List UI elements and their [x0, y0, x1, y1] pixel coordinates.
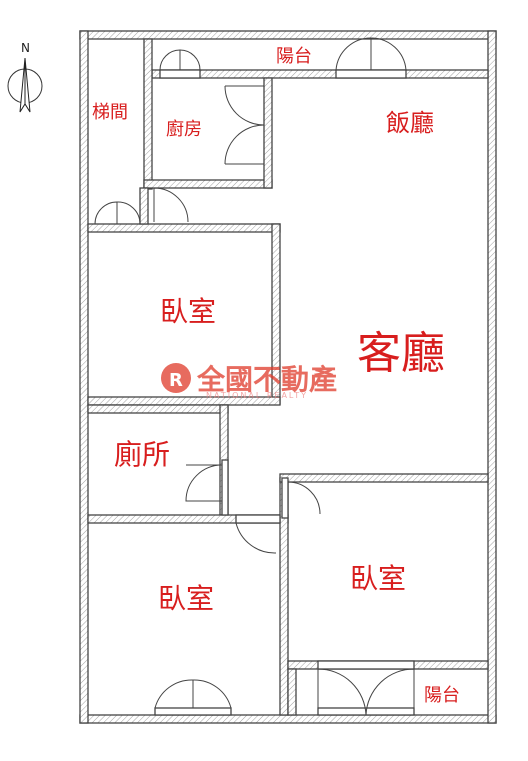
- room-label-bedroom-lower-right: 臥室: [350, 562, 406, 595]
- room-label-balcony-top: 陽台: [276, 46, 312, 67]
- doors: [94, 37, 415, 716]
- room-label-dining: 飯廳: [386, 109, 434, 137]
- watermark-brand-cn: 全國不動產: [196, 363, 337, 396]
- compass: N: [7, 41, 43, 113]
- kitchen-walls: [143, 38, 273, 190]
- bedroom-upper-left-walls: [87, 187, 281, 406]
- room-label-stairwell: 梯間: [92, 102, 128, 123]
- room-labels: 陽台 梯間 廚房 飯廳 臥室 客廳 廁所 臥室 臥室 陽台: [92, 46, 460, 706]
- room-label-toilet: 廁所: [114, 438, 170, 471]
- room-label-balcony-bottom: 陽台: [424, 685, 460, 706]
- bedroom-lower-left-walls: [235, 477, 289, 716]
- watermark: R 全國不動產 NATIONAL REALTY: [161, 363, 337, 400]
- watermark-brand-en: NATIONAL REALTY: [206, 391, 308, 400]
- room-label-bedroom-upper-left: 臥室: [160, 295, 216, 328]
- compass-north-label: N: [21, 41, 30, 55]
- top-balcony-walls: [151, 69, 489, 79]
- room-label-living: 客廳: [357, 328, 445, 379]
- svg-text:R: R: [169, 370, 183, 391]
- outer-walls: [79, 30, 497, 724]
- watermark-logo-icon: [161, 363, 191, 393]
- room-label-kitchen: 廚房: [166, 118, 202, 140]
- room-label-bedroom-lower-left: 臥室: [158, 582, 214, 615]
- bedroom-lower-right-walls: [279, 473, 489, 670]
